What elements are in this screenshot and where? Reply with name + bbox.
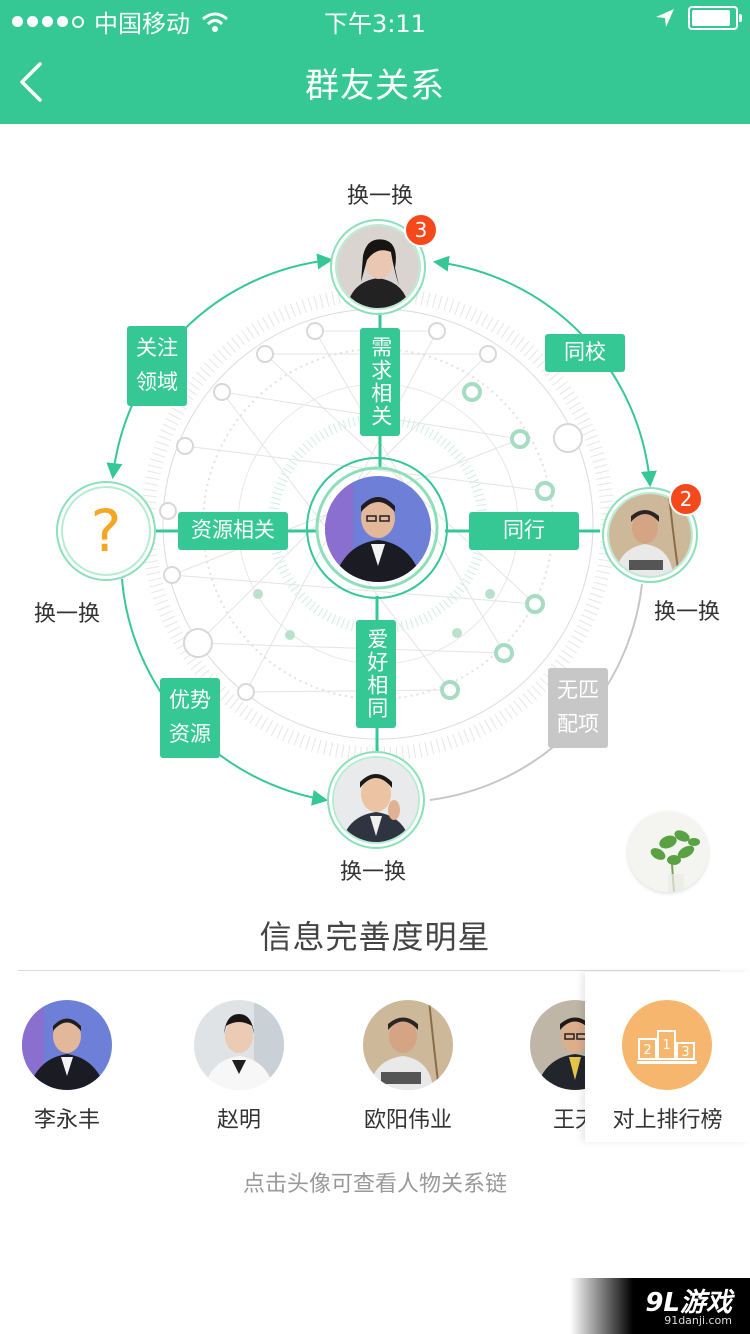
link-label-need: 需求相关 [360, 328, 400, 436]
top-contact-avatar[interactable] [337, 226, 419, 308]
person-avatar-icon [325, 476, 431, 582]
swap-button-left[interactable]: 换一换 [34, 602, 101, 627]
podium-icon: 2 1 3 [622, 1000, 712, 1090]
status-bar: 中国移动 下午3:11 [0, 0, 750, 40]
signal-dot-icon [72, 15, 84, 28]
relation-graph: 需求相关 资源相关 同行 爱好相同 关注领域 同校 优势资源 无匹配项 [0, 124, 750, 904]
link-label-advantage: 优势资源 [160, 678, 220, 758]
person-avatar-icon [609, 494, 691, 576]
podium-digit: 1 [662, 1038, 670, 1053]
signal-dot-icon [27, 16, 38, 27]
swap-button-top[interactable]: 换一换 [347, 184, 414, 209]
center-avatar[interactable] [323, 474, 433, 584]
hint-text: 点击头像可查看人物关系链 [242, 1172, 507, 1197]
signal-dot-icon [57, 16, 68, 27]
wifi-icon [202, 12, 228, 32]
avatar [194, 1000, 284, 1090]
unread-badge-top: 3 [404, 213, 438, 247]
avatar [363, 1000, 453, 1090]
bottom-contact-avatar[interactable] [334, 758, 418, 842]
left-unknown-avatar[interactable]: ? [63, 488, 149, 574]
carrier-name: 中国移动 [94, 10, 190, 38]
status-time: 下午3:11 [324, 10, 426, 38]
star-item[interactable]: 欧阳伟业 [338, 1000, 478, 1134]
watermark-logo: 9L游戏 91danji.com [570, 1278, 750, 1334]
swap-button-right[interactable]: 换一换 [654, 600, 721, 625]
page-title: 群友关系 [305, 66, 445, 106]
person-avatar-icon [22, 1000, 112, 1090]
ranking-label: 对上排行榜 [612, 1108, 723, 1133]
watermark-url: 91danji.com [664, 1314, 732, 1327]
signal-carrier: 中国移动 [12, 4, 230, 39]
link-label-nomatch: 无匹配项 [548, 668, 608, 748]
person-avatar-icon [334, 758, 418, 842]
star-item[interactable]: 赵明 [169, 1000, 309, 1134]
star-name: 赵明 [216, 1108, 261, 1133]
plant-decoration [628, 812, 708, 892]
person-avatar-icon [337, 226, 419, 308]
swap-button-bottom[interactable]: 换一换 [340, 860, 407, 885]
star-item[interactable]: 李永丰 [0, 1000, 137, 1134]
section-title-stars: 信息完善度明星 [259, 918, 491, 956]
link-label-school: 同校 [545, 334, 625, 372]
link-label-resource: 资源相关 [178, 512, 288, 550]
back-icon[interactable] [12, 58, 56, 106]
battery-icon [688, 6, 742, 30]
link-label-hobby: 爱好相同 [356, 620, 396, 728]
link-label-focus: 关注领域 [127, 326, 187, 406]
unread-badge-right: 2 [669, 482, 703, 516]
signal-dot-icon [42, 16, 53, 27]
podium-digit: 3 [681, 1045, 689, 1060]
star-name: 李永丰 [33, 1108, 100, 1133]
divider [18, 970, 720, 971]
link-label-peer: 同行 [469, 512, 579, 550]
nav-bar: 群友关系 [0, 40, 750, 124]
status-right [654, 6, 742, 30]
location-arrow-icon [656, 9, 674, 27]
person-avatar-icon [194, 1000, 284, 1090]
watermark-brand: 9L游戏 [645, 1288, 732, 1318]
podium-graphic: 2 1 3 [637, 1030, 697, 1064]
person-avatar-icon [363, 1000, 453, 1090]
plant-icon [628, 812, 708, 892]
question-mark-icon: ? [90, 497, 122, 565]
ranking-button[interactable]: 2 1 3 对上排行榜 [585, 972, 750, 1142]
podium-digit: 2 [643, 1043, 651, 1058]
avatar [22, 1000, 112, 1090]
right-contact-avatar[interactable] [609, 494, 691, 576]
signal-dot-icon [12, 16, 23, 27]
star-name: 欧阳伟业 [363, 1108, 452, 1133]
